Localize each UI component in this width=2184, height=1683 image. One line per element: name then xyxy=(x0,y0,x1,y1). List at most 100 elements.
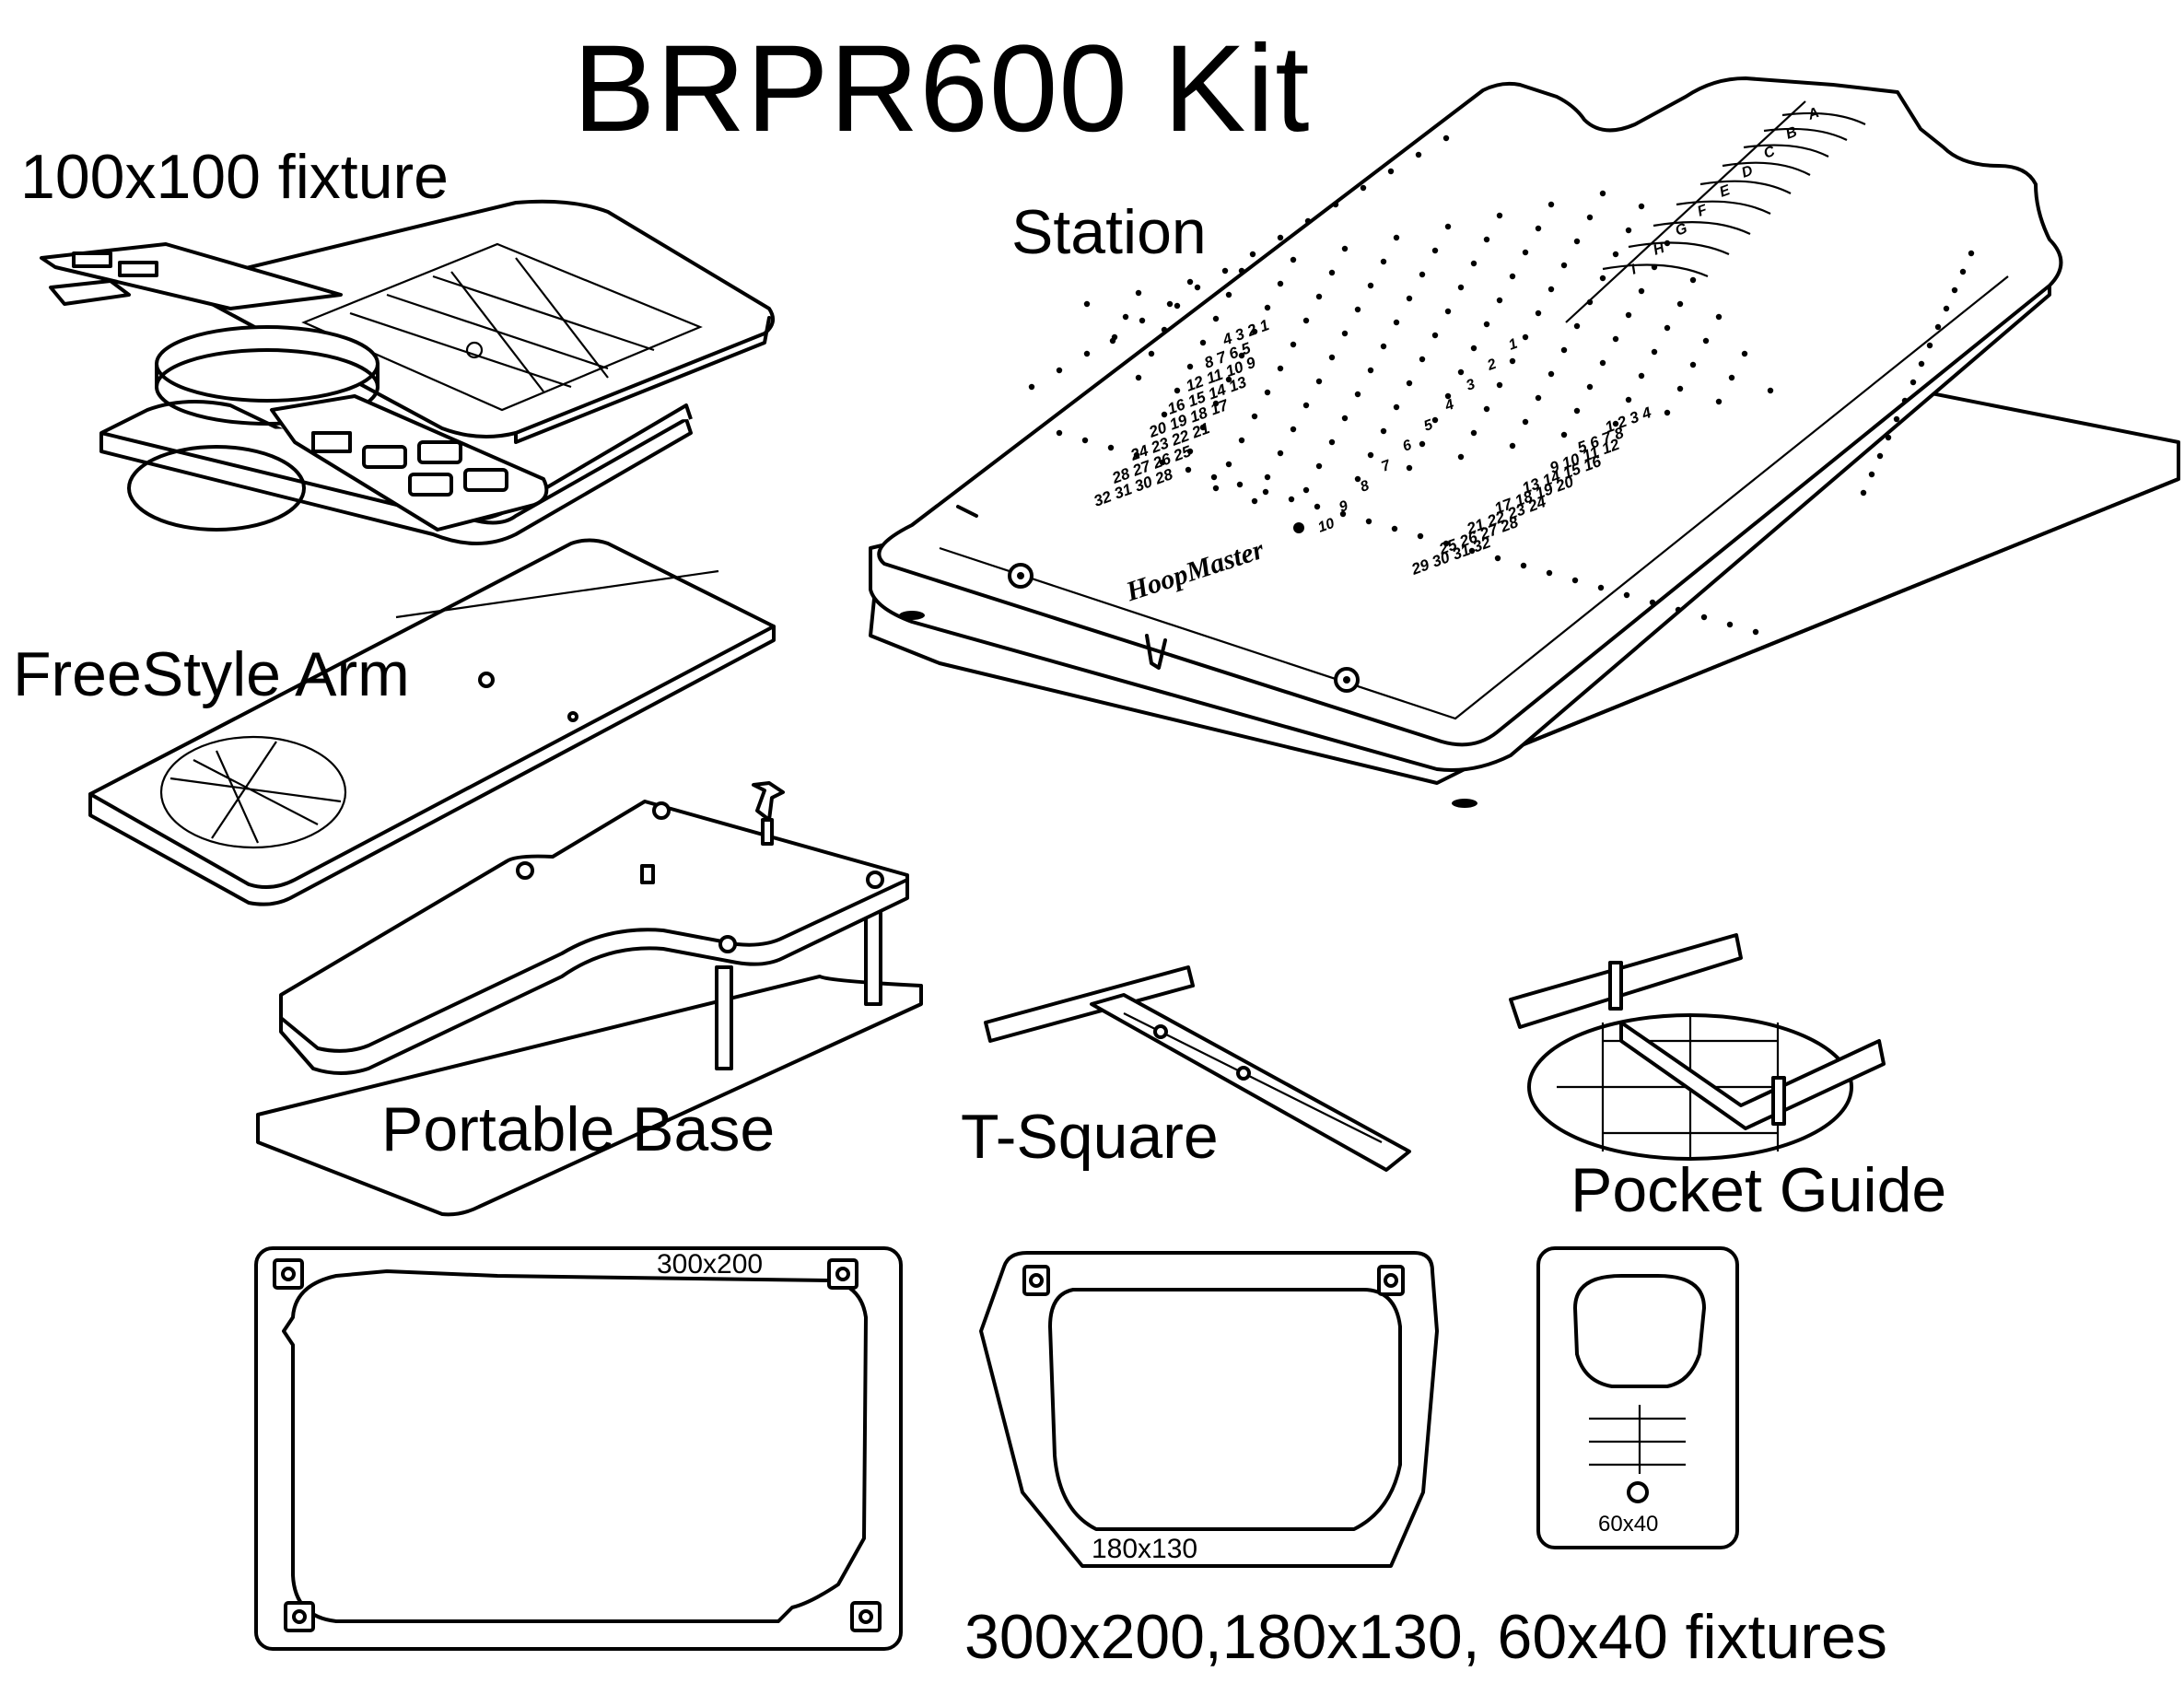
station-dot xyxy=(1174,302,1181,310)
station-dot xyxy=(1700,614,1708,621)
station-dot xyxy=(1315,462,1323,470)
station-dot xyxy=(1926,342,1933,349)
station-dot xyxy=(1249,251,1256,258)
station-dot xyxy=(1470,429,1477,437)
station-illustration xyxy=(869,76,2180,808)
station-dot xyxy=(1547,370,1555,378)
station-dot xyxy=(1535,225,1542,232)
station-dot xyxy=(1251,328,1258,335)
station-dot xyxy=(1367,282,1374,289)
station-dot xyxy=(1264,389,1271,396)
station-dot xyxy=(1494,555,1501,562)
station-dot xyxy=(1083,300,1091,308)
station-dot xyxy=(1586,383,1594,391)
station-dot xyxy=(1159,459,1166,466)
station-dot xyxy=(1651,263,1658,271)
station-dot xyxy=(1406,464,1413,472)
station-dot xyxy=(1901,397,1909,404)
station-dot xyxy=(1367,451,1374,459)
station-dot xyxy=(1380,258,1387,265)
station-dot xyxy=(1689,276,1697,284)
station-dot xyxy=(1328,438,1336,446)
label-t-square: T-Square xyxy=(961,1102,1219,1172)
station-dot xyxy=(1419,440,1426,448)
station-dot xyxy=(1625,396,1632,403)
station-dot xyxy=(1339,510,1347,518)
station-dot xyxy=(1380,343,1387,350)
station-dot xyxy=(1442,540,1450,547)
station-dot xyxy=(1597,584,1605,591)
station-dot xyxy=(1638,203,1645,210)
station-dot xyxy=(1664,324,1671,332)
station-dot xyxy=(1535,310,1542,317)
station-dot xyxy=(1417,532,1424,540)
fixture-100x100-illustration xyxy=(40,199,775,545)
station-center-number: 10 xyxy=(1316,516,1337,536)
station-dot xyxy=(1194,284,1201,291)
station-dot xyxy=(1354,391,1361,398)
station-letter: G xyxy=(1674,221,1690,240)
station-dot xyxy=(1951,286,1958,294)
station-dot xyxy=(1573,407,1581,415)
station-dot xyxy=(1199,339,1207,346)
label-100x100-fixture: 100x100 fixture xyxy=(20,142,449,212)
station-dot xyxy=(1496,297,1503,304)
station-dot xyxy=(1599,190,1606,197)
station-dot xyxy=(1083,350,1091,357)
station-dot xyxy=(1302,402,1310,409)
station-dot xyxy=(1393,234,1400,241)
page-title: BRPR600 Kit xyxy=(573,20,1311,158)
station-dot xyxy=(1380,427,1387,435)
station-dot xyxy=(1302,317,1310,324)
station-dot xyxy=(1056,367,1063,374)
station-dot xyxy=(1676,385,1684,392)
station-dot xyxy=(1406,295,1413,302)
station-dot xyxy=(1676,300,1684,308)
station-dot xyxy=(1161,326,1168,333)
station-letter: A xyxy=(1805,105,1822,123)
station-dot xyxy=(1560,346,1568,354)
station-dot xyxy=(1457,368,1465,376)
station-dot xyxy=(1522,249,1529,256)
station-dot xyxy=(1741,350,1748,357)
station-dot xyxy=(1689,361,1697,368)
station-dot xyxy=(1457,453,1465,461)
station-dot xyxy=(1431,332,1439,339)
station-dot xyxy=(1959,268,1967,275)
station-dot xyxy=(1277,365,1284,372)
station-dot xyxy=(1238,267,1245,275)
station-dot xyxy=(1109,337,1116,345)
station-dot xyxy=(1431,416,1439,424)
station-dot xyxy=(1638,372,1645,380)
station-dot xyxy=(1767,387,1774,394)
station-dot xyxy=(1161,411,1168,418)
station-dot xyxy=(1918,360,1925,368)
station-dot xyxy=(1860,489,1867,497)
station-dot xyxy=(1586,298,1594,306)
station-dot xyxy=(1496,381,1503,389)
station-letter: I xyxy=(1629,262,1640,278)
station-dot xyxy=(1571,577,1579,584)
station-dot xyxy=(1360,184,1367,192)
station-dot xyxy=(1468,547,1476,555)
station-dot xyxy=(1651,348,1658,356)
station-dot xyxy=(1599,359,1606,367)
station-dot xyxy=(1968,250,1975,257)
station-dot xyxy=(1332,201,1339,208)
station-dot xyxy=(1573,322,1581,330)
station-dot xyxy=(1483,236,1490,243)
station-dot xyxy=(1354,306,1361,313)
station-dot xyxy=(1431,247,1439,254)
station-dot xyxy=(1186,363,1194,370)
station-dot xyxy=(1264,473,1271,481)
station-dot xyxy=(1934,323,1942,331)
station-dot xyxy=(1391,525,1398,532)
station-dot xyxy=(1028,383,1035,391)
station-letter: B xyxy=(1784,124,1800,143)
station-dot xyxy=(1728,374,1735,381)
station-dot xyxy=(1509,442,1516,450)
station-dot xyxy=(1943,305,1950,312)
station-dot xyxy=(1752,628,1759,636)
station-dot xyxy=(1625,227,1632,234)
